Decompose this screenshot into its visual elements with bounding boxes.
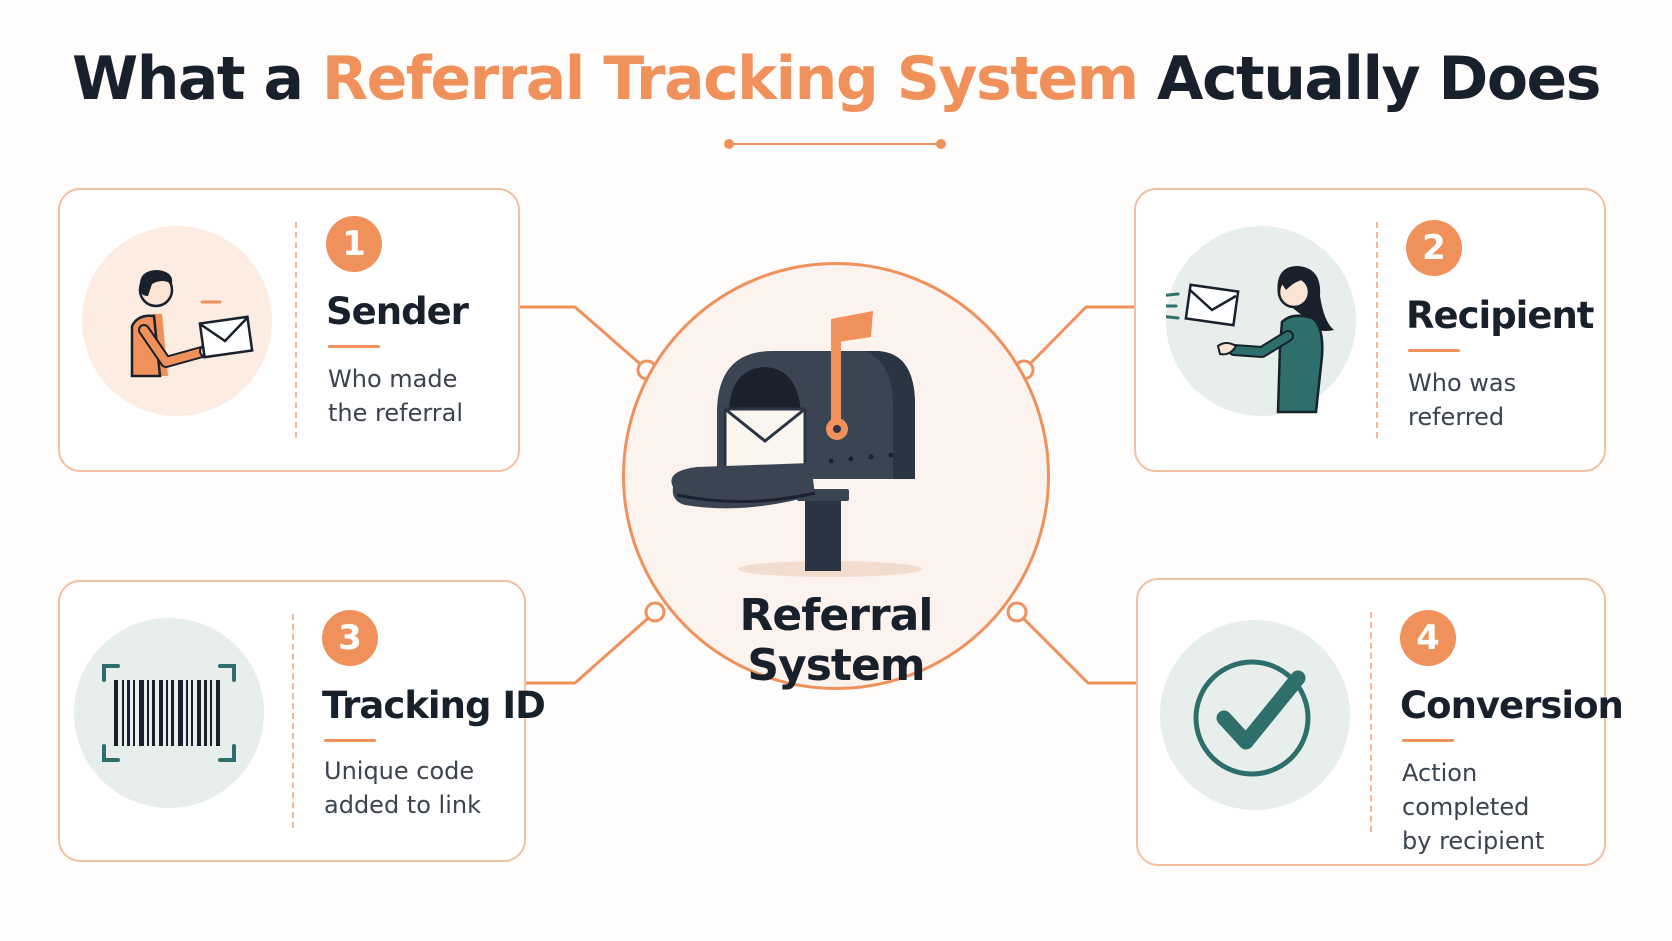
card-title: Tracking ID: [322, 684, 546, 727]
desc-line: by recipient: [1402, 827, 1545, 855]
desc-line: Action completed: [1402, 759, 1530, 821]
barcode-icon: [102, 664, 236, 762]
referral-system-node: Referral System: [622, 262, 1050, 691]
step-number-badge: 1: [326, 216, 382, 272]
title-highlight: Referral Tracking System: [321, 44, 1139, 114]
desc-line: the referral: [328, 399, 464, 427]
card-description: Who was referred: [1408, 366, 1618, 434]
connector-sender: [518, 305, 649, 372]
barcode-bar: [204, 680, 207, 746]
card-sender: 1 Sender Who made the referral: [58, 188, 520, 472]
desc-line: referred: [1408, 403, 1505, 431]
barcode-bar: [122, 680, 124, 746]
card-divider: [1370, 612, 1372, 832]
card-divider: [1376, 222, 1378, 438]
step-number-badge: 2: [1406, 220, 1462, 276]
card-title: Sender: [326, 290, 469, 333]
card-description: Unique code added to link: [324, 754, 534, 822]
title-underline: [324, 739, 376, 742]
title-divider: [724, 138, 946, 150]
barcode-bar: [178, 680, 183, 746]
mailbox-icon: [671, 311, 922, 577]
title-prefix: What a: [72, 44, 322, 114]
card-tracking-id: 3 Tracking ID Unique code added to link: [58, 580, 546, 862]
card-title: Conversion: [1400, 684, 1624, 727]
barcode-bar: [186, 680, 188, 746]
barcode-bar: [216, 680, 220, 746]
barcode-bar: [133, 680, 135, 746]
conversion-illustration: [1160, 620, 1350, 810]
desc-line: Unique code: [324, 757, 475, 785]
barcode-bar: [166, 680, 168, 746]
center-label-line2: System: [747, 640, 925, 691]
card-divider: [295, 222, 297, 438]
barcode-bar: [197, 680, 201, 746]
barcode-bar: [159, 680, 163, 746]
connector-tracking: [524, 610, 657, 685]
barcode-bar: [210, 680, 212, 746]
desc-line: added to link: [324, 791, 481, 819]
checkmark-icon: [1193, 659, 1311, 777]
step-number-badge: 3: [322, 610, 378, 666]
barcode-bar: [139, 680, 144, 746]
card-conversion: 4 Conversion Action completed by recipie…: [1136, 578, 1624, 866]
card-recipient: 2 Recipient Who was referred: [1134, 188, 1606, 472]
center-label-line1: Referral: [739, 590, 934, 641]
card-description: Action completed by recipient: [1402, 756, 1612, 858]
barcode-bar: [171, 680, 174, 746]
title-underline: [1402, 739, 1454, 742]
card-divider: [292, 614, 294, 828]
barcode-bar: [147, 680, 149, 746]
card-title: Recipient: [1406, 294, 1594, 337]
title-underline: [1408, 349, 1460, 352]
barcode-bar: [127, 680, 130, 746]
person-sending-envelope-icon: [130, 270, 254, 378]
barcode-bar: [114, 680, 118, 746]
barcode-bar: [152, 680, 155, 746]
page-title: What a Referral Tracking System Actually…: [0, 44, 1672, 114]
connector-node-tracking: [644, 601, 666, 623]
tracking-illustration: [74, 618, 264, 808]
card-description: Who made the referral: [328, 362, 538, 430]
title-underline: [328, 345, 380, 348]
center-label: Referral System: [625, 591, 1047, 691]
connector-conversion: [1015, 610, 1138, 685]
person-receiving-envelope-icon: [1166, 266, 1334, 414]
desc-line: Who made: [328, 365, 458, 393]
title-suffix: Actually Does: [1137, 44, 1601, 114]
connector-recipient: [1022, 305, 1136, 372]
divider-dot-left: [724, 139, 734, 149]
recipient-illustration: [1166, 226, 1356, 416]
divider-line: [730, 143, 940, 145]
divider-dot-right: [936, 139, 946, 149]
barcode-bar: [191, 680, 193, 746]
step-number-badge: 4: [1400, 610, 1456, 666]
desc-line: Who was: [1408, 369, 1517, 397]
connector-node-conversion: [1006, 601, 1028, 623]
sender-illustration: [82, 226, 272, 416]
